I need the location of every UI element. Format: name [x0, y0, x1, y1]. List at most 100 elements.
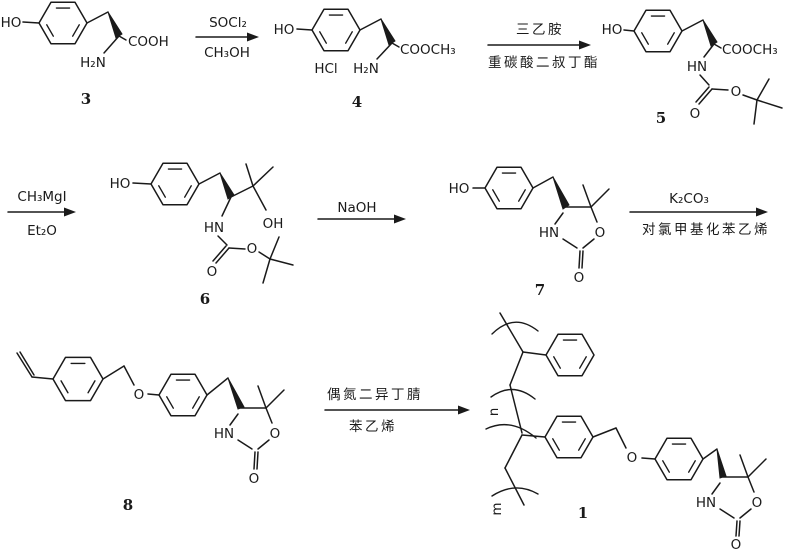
o-ring-label: O	[270, 426, 281, 442]
bond	[702, 448, 718, 460]
bond	[711, 88, 729, 91]
reagent-above: CH₃MgI	[17, 189, 66, 205]
bond	[252, 185, 267, 211]
benzene-ring	[158, 373, 208, 417]
hn-label: HN	[214, 426, 234, 442]
arrowhead-icon	[394, 214, 406, 224]
bond	[257, 385, 267, 409]
aromatic-double-bond	[46, 24, 55, 37]
bond	[641, 457, 656, 460]
benzene-ring	[38, 1, 88, 45]
ho-label: HO	[110, 176, 131, 192]
compound-number-7: 7	[535, 281, 545, 299]
polymer-bracket-arc	[490, 388, 536, 400]
backbone-bond	[504, 434, 523, 469]
bond	[221, 196, 232, 217]
stereo-wedge-bond	[702, 19, 718, 47]
benzene-ring	[311, 8, 361, 52]
carbonyl-double-bond	[738, 520, 741, 537]
compound-number-5: 5	[656, 109, 666, 127]
aromatic-double-bond	[662, 460, 671, 473]
backbone-bond	[504, 467, 525, 506]
o-ether-label: O	[627, 450, 638, 466]
aromatic-double-bond	[641, 32, 650, 45]
carbonyl-double-bond	[695, 86, 710, 103]
ho-label: HO	[449, 181, 470, 197]
carbonyl-double-bond	[735, 520, 738, 537]
bond	[86, 11, 109, 24]
bond	[359, 18, 382, 31]
ho-label: HO	[1, 15, 22, 31]
stereo-wedge-bond	[380, 18, 396, 46]
bond	[296, 28, 313, 31]
o-carbonyl-label: O	[574, 270, 585, 286]
bond	[739, 454, 749, 478]
compound-number-1: 1	[578, 504, 588, 522]
hn-label: HN	[687, 59, 707, 75]
arrowhead-icon	[247, 32, 259, 42]
carbonyl-double-bond	[212, 245, 227, 262]
backbone-bond	[499, 312, 524, 353]
reagent-below: 苯乙烯	[349, 419, 397, 435]
aromatic-double-bond	[666, 32, 675, 45]
carbonyl-double-bond	[256, 451, 259, 470]
compound-6: HO OH HN O O 6	[110, 162, 294, 308]
compound-number-3: 3	[81, 90, 91, 108]
bond	[756, 99, 783, 109]
bond	[269, 236, 280, 260]
bond	[257, 439, 270, 450]
aromatic-double-bond	[552, 438, 561, 451]
aromatic-double-bond	[319, 31, 328, 44]
stereo-wedge-bond	[552, 176, 570, 210]
reaction-arrow-6: 偶氮二异丁腈 苯乙烯	[324, 387, 470, 435]
bond	[711, 482, 721, 495]
bond	[699, 74, 710, 86]
aromatic-double-bond	[166, 396, 175, 409]
bond	[747, 476, 755, 493]
reaction-arrow-1: SOCl₂ CH₃OH	[195, 15, 259, 61]
o-ring-label: O	[595, 225, 606, 241]
bond	[739, 508, 752, 519]
hn-label: HN	[204, 220, 224, 236]
bond	[123, 365, 135, 386]
arrowhead-icon	[64, 207, 76, 217]
bond	[103, 35, 120, 54]
bond	[265, 389, 285, 409]
bond	[756, 78, 770, 101]
bond	[713, 43, 722, 49]
o-ring-label: O	[752, 495, 763, 511]
aromatic-double-bond	[71, 24, 80, 37]
bond	[147, 393, 160, 396]
arrowhead-icon	[756, 207, 768, 217]
bond	[22, 21, 40, 24]
polymer-bracket-arc	[485, 423, 537, 439]
o-carbonyl-label: O	[690, 106, 701, 122]
bond	[252, 166, 274, 187]
carbonyl-double-bond	[578, 250, 581, 269]
cooch3-label: COOCH₃	[722, 42, 778, 58]
cooh-label: COOH	[128, 34, 169, 50]
reagent-below: 重碳酸二叔丁酯	[488, 55, 600, 71]
carbonyl-double-bond	[215, 247, 230, 264]
benzene-ring	[544, 415, 594, 459]
bond	[747, 458, 767, 478]
bond	[703, 43, 715, 58]
reagent-above: NaOH	[337, 200, 376, 216]
compound-5: HO COOCH₃ HN O O 5	[602, 9, 783, 127]
vinyl-double-bond	[16, 352, 33, 378]
compound-number-8: 8	[123, 496, 133, 514]
hcl-label: HCl	[314, 61, 337, 77]
reagent-above: K₂CO₃	[669, 191, 709, 207]
aromatic-double-bond	[578, 356, 587, 369]
stereo-wedge-bond	[107, 11, 123, 39]
compound-number-4: 4	[352, 93, 362, 111]
backbone-bond	[509, 384, 523, 434]
vinyl-double-bond	[19, 351, 35, 376]
ring-outline	[544, 415, 594, 459]
compound-number-6: 6	[200, 290, 210, 308]
bond	[742, 94, 758, 101]
bond	[590, 188, 610, 208]
bond	[102, 365, 125, 380]
bond	[237, 439, 253, 450]
h2n-label: H₂N	[80, 55, 106, 71]
